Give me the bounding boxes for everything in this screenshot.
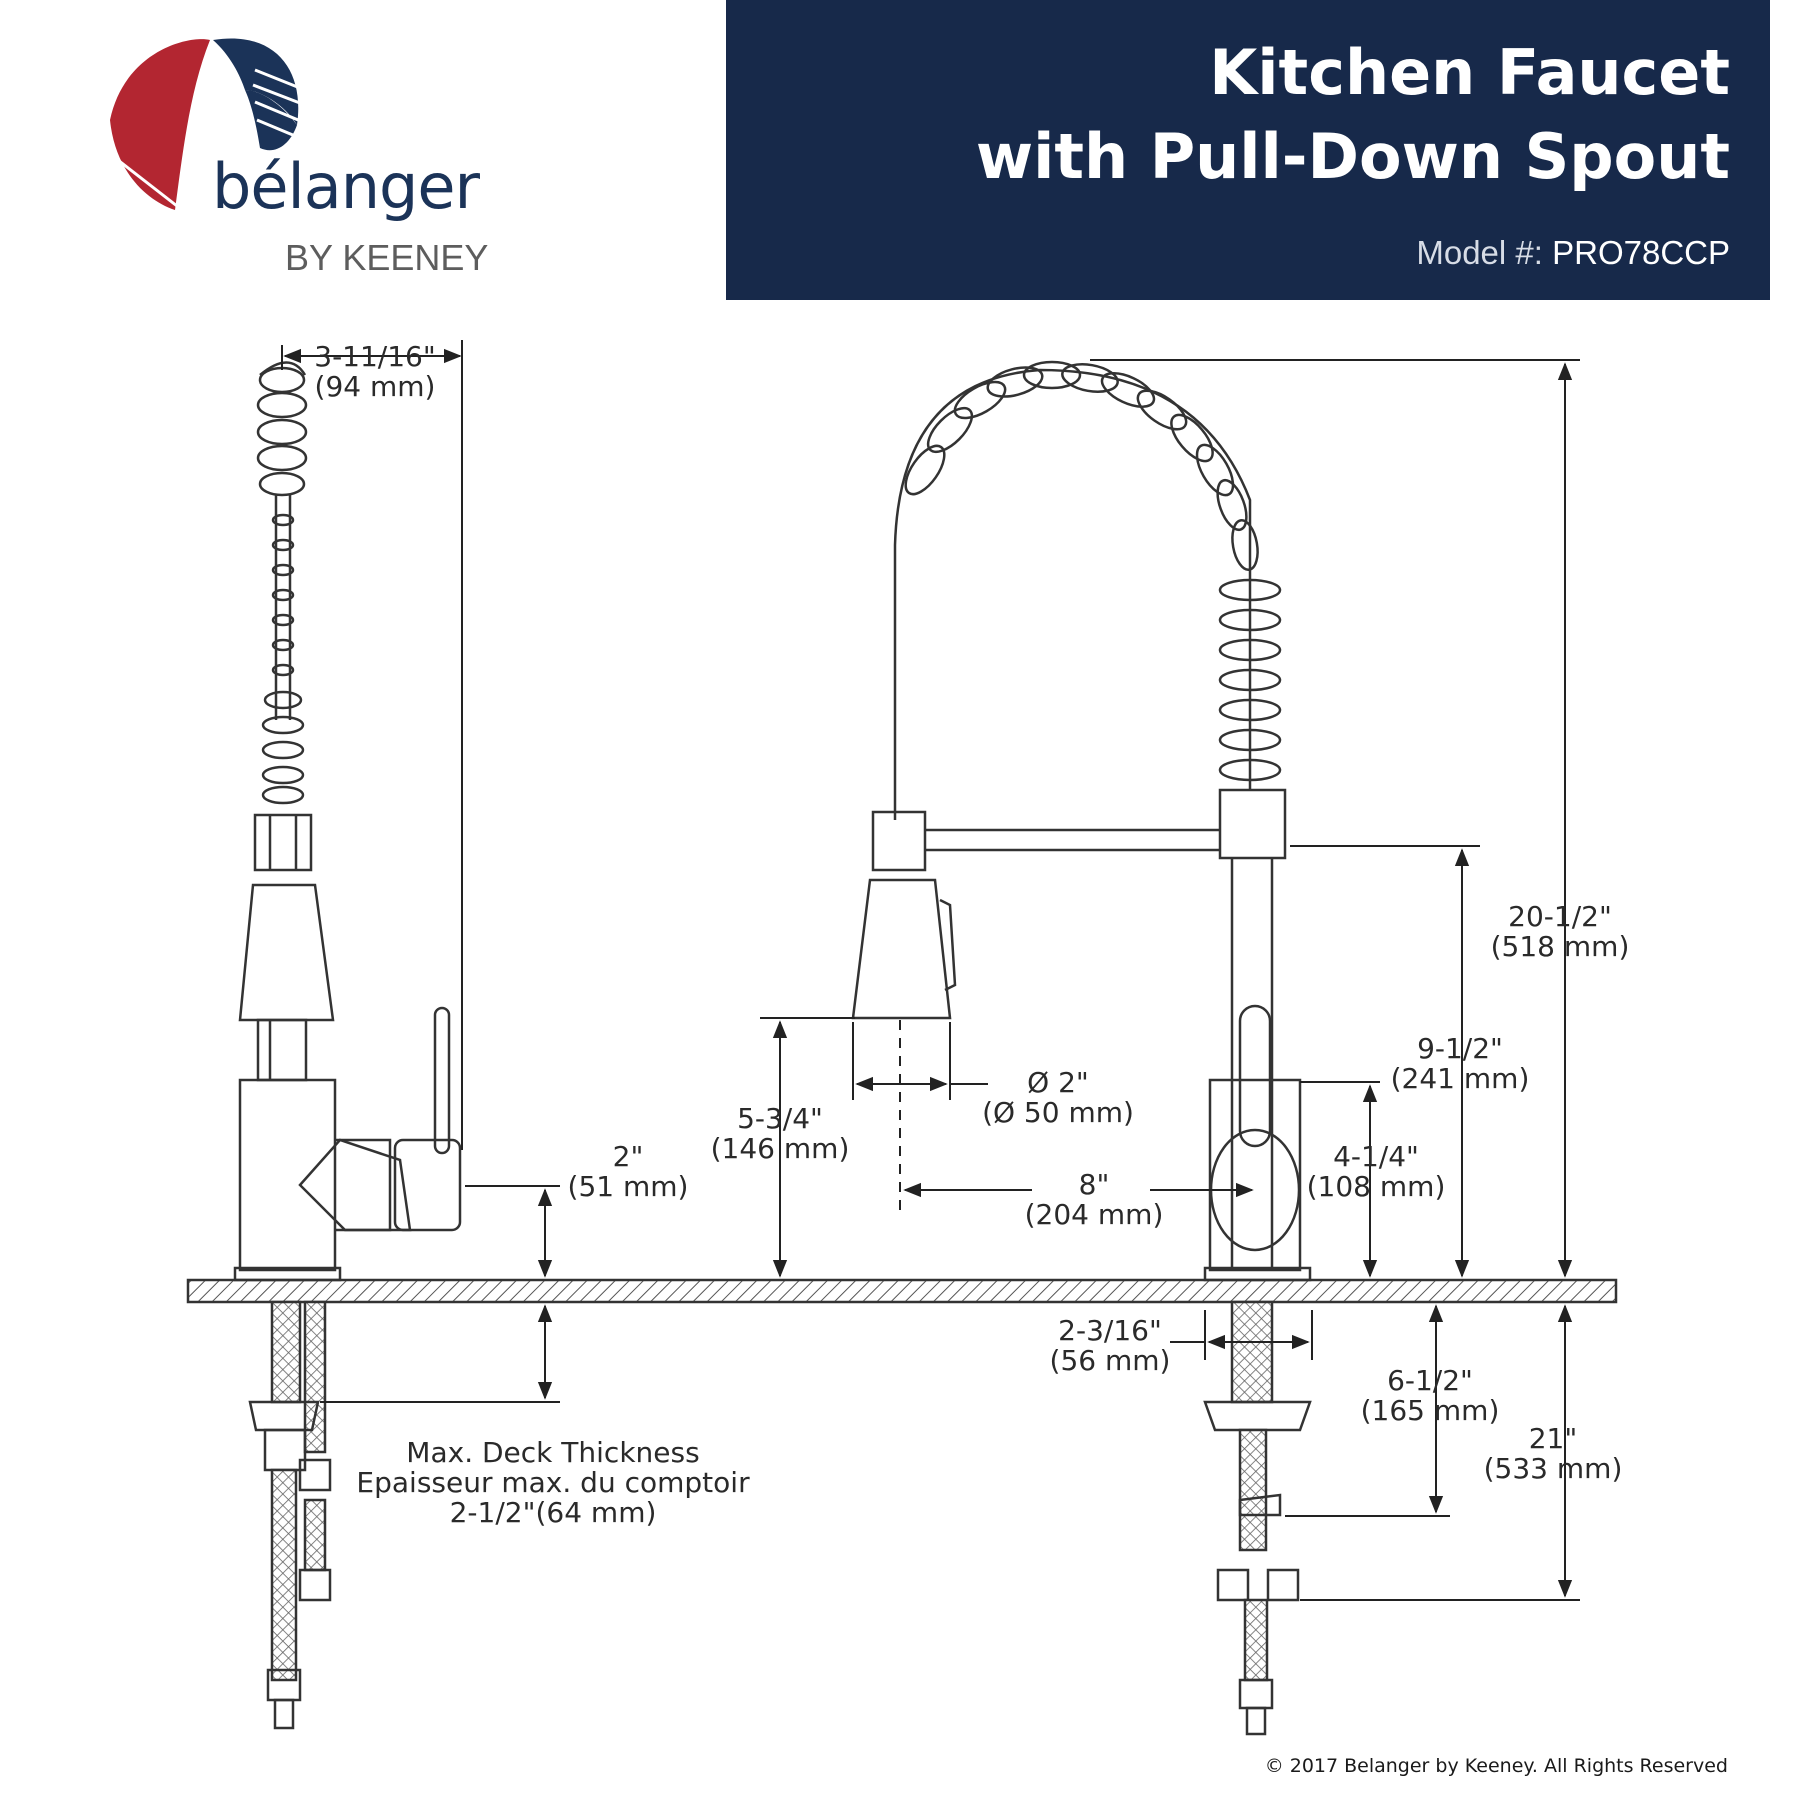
dim-handle-height: 2" (51 mm) [567, 1140, 689, 1203]
side-view-spring [256, 361, 308, 805]
dim-supply-length: 21" (533 mm) [1483, 1422, 1623, 1485]
model-label: Model #: [1416, 234, 1543, 271]
model-value: PRO78CCP [1552, 234, 1730, 271]
dim-lever-height: 4-1/4" (108 mm) [1306, 1140, 1446, 1203]
front-view-faucet [851, 360, 1312, 1736]
countertop [186, 1278, 1618, 1304]
product-title-line1: Kitchen Faucet [1209, 36, 1730, 109]
dim-base-diameter: 2-3/16" (56 mm) [1049, 1314, 1171, 1377]
front-view-supply-lines [1203, 1300, 1312, 1736]
copyright-notice: © 2017 Belanger by Keeney. All Rights Re… [1264, 1755, 1728, 1777]
front-view-spring [904, 360, 1282, 782]
dim-shank-length: 6-1/2" (165 mm) [1360, 1364, 1500, 1427]
dim-reach: 8" (204 mm) [1024, 1168, 1164, 1231]
brand-logo-mark [105, 38, 306, 242]
dim-spray-height: 5-3/4" (146 mm) [710, 1102, 850, 1165]
brand-name: bélanger [212, 150, 480, 223]
side-view-supply-lines [248, 1300, 332, 1730]
dim-spout-height: 9-1/2" (241 mm) [1390, 1032, 1530, 1095]
dim-spray-diameter: Ø 2" (Ø 50 mm) [982, 1066, 1134, 1129]
side-view-faucet [233, 361, 462, 1730]
brand-subtitle: BY KEENEY [285, 237, 489, 278]
model-number: Model #: PRO78CCP [1416, 234, 1730, 272]
title-panel: Kitchen Faucet with Pull-Down Spout Mode… [726, 0, 1770, 300]
dim-side-width: 3-11/16" (94 mm) [314, 340, 436, 403]
dim-deck-thickness: Max. Deck Thickness Epaisseur max. du co… [356, 1436, 750, 1529]
dim-total-height: 20-1/2" (518 mm) [1490, 900, 1630, 963]
product-title-line2: with Pull-Down Spout [975, 120, 1730, 193]
